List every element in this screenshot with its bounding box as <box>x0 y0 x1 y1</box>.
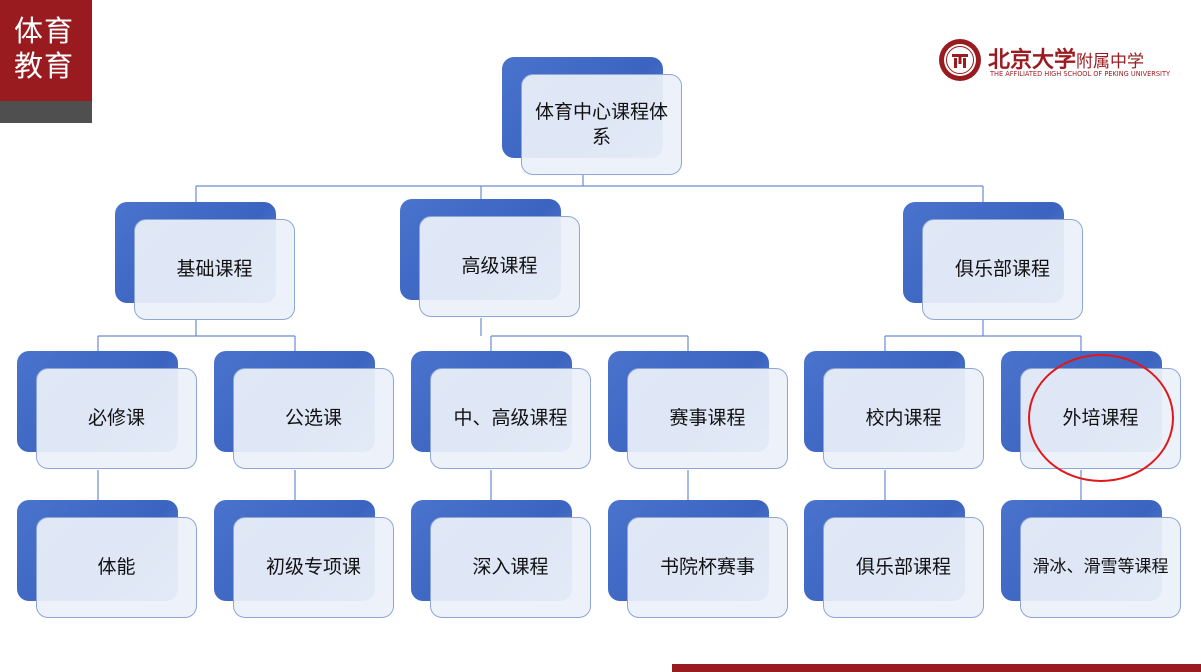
node-level3-label: 初级专项课 <box>233 517 394 618</box>
node-level1-label: 高级课程 <box>419 216 580 317</box>
node-level3-label: 体能 <box>36 517 197 618</box>
node-level2-label: 赛事课程 <box>627 368 788 469</box>
node-root-label: 体育中心课程体系 <box>521 74 682 175</box>
node-level3-label: 俱乐部课程 <box>823 517 984 618</box>
highlight-circle <box>1028 354 1174 482</box>
node-level3-label: 滑冰、滑雪等课程 <box>1020 517 1181 618</box>
badge-strip <box>0 101 92 123</box>
logo-name-cn: 北京大学附属中学 <box>988 42 1144 74</box>
logo-name-en: THE AFFILIATED HIGH SCHOOL OF PEKING UNI… <box>990 70 1171 78</box>
node-level3-label: 深入课程 <box>430 517 591 618</box>
bottom-accent-bar <box>672 664 1201 672</box>
badge-line-2: 教育 <box>14 49 75 83</box>
node-level2-label: 中、高级课程 <box>430 368 591 469</box>
badge-line-1: 体育 <box>14 14 75 48</box>
section-badge: 体育 教育 <box>0 0 92 101</box>
node-level1-label: 俱乐部课程 <box>922 219 1083 320</box>
logo-name-cn-suffix: 附属中学 <box>1076 52 1145 72</box>
logo-name-cn-main: 北京大学 <box>988 47 1077 73</box>
school-logo: 北京大学附属中学 THE AFFILIATED HIGH SCHOOL OF P… <box>938 38 1171 84</box>
node-level3-label: 书院杯赛事 <box>627 517 788 618</box>
node-level2-label: 校内课程 <box>823 368 984 469</box>
node-level1-label: 基础课程 <box>134 219 295 320</box>
peking-university-seal-icon <box>939 39 981 81</box>
node-level2-label: 公选课 <box>233 368 394 469</box>
node-level2-label: 必修课 <box>36 368 197 469</box>
